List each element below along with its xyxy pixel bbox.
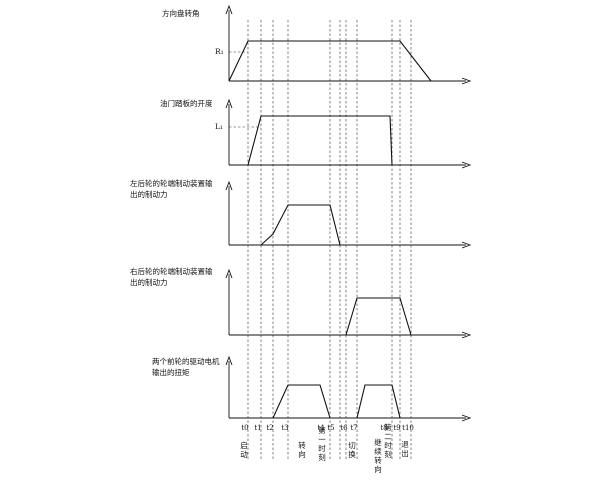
- phase-label-char: 转: [298, 440, 306, 450]
- motor-trace-2: [356, 384, 401, 419]
- labels: 方向盘转角油门踏板的开度左后轮的轮端制动装置输出的制动力右后轮的轮端制动装置输出…: [130, 8, 414, 474]
- signal-traces: [228, 40, 432, 419]
- phase-label-char: 出: [401, 448, 409, 458]
- phase-label-char: 第: [384, 422, 392, 432]
- phase-label-char: 时: [384, 440, 392, 450]
- steer-title-line: 方向盘转角: [162, 8, 200, 18]
- phase-label-char: 续: [374, 446, 382, 456]
- steer-y-arrow: [225, 4, 233, 15]
- motor-title-line: 输出的扭矩: [152, 367, 190, 377]
- axes: [225, 4, 472, 422]
- tick-t3: t3: [281, 424, 288, 432]
- tick-t5: t5: [327, 424, 334, 432]
- rrbrake-title-line: 右后轮的轮端制动装置输: [130, 266, 213, 276]
- phase-label-char: 动: [240, 449, 248, 459]
- phase-label-char: 向: [298, 449, 306, 459]
- throttle-title-line: 油门踏板的开度: [160, 98, 213, 108]
- phase-label-char: 二: [384, 432, 392, 441]
- motor-title-line: 两个前轮的驱动电机: [152, 356, 220, 366]
- tick-t6: t6: [340, 424, 348, 432]
- phase-label-char: 向: [374, 464, 382, 474]
- phase-label-char: 刻: [384, 449, 392, 459]
- rrbrake-x-arrow: [461, 331, 472, 339]
- time-guide-lines: [229, 20, 412, 460]
- motor-trace: [272, 384, 331, 419]
- phase-label-char: 时: [318, 443, 326, 453]
- tick-t4: t4: [317, 424, 325, 432]
- lrbrake-title-line: 左后轮的轮端制动装置输: [130, 178, 213, 188]
- tick-t2: t2: [266, 424, 273, 432]
- phase-label-char: 转: [374, 455, 382, 465]
- throttle-x-arrow: [461, 161, 472, 169]
- tick-t0: t0: [241, 424, 248, 432]
- phase-label-char: 启: [240, 440, 248, 450]
- tick-t1: t1: [254, 424, 261, 432]
- phase-label-char: 换: [348, 449, 356, 459]
- phase-label-char: 刻: [318, 452, 326, 462]
- steer-trace: [228, 40, 432, 82]
- lrbrake-title-line: 出的制动力: [130, 189, 168, 199]
- steer-x-arrow: [461, 77, 472, 85]
- lrbrake-trace: [260, 204, 341, 246]
- throttle-level-label: L₁: [215, 122, 223, 131]
- tick-t7: t7: [350, 424, 357, 432]
- lrbrake-y-arrow: [225, 180, 233, 191]
- throttle-trace: [247, 115, 393, 166]
- rrbrake-trace: [345, 297, 412, 336]
- phase-label-char: 一: [318, 435, 326, 444]
- motor-y-arrow: [225, 355, 233, 366]
- tick-t10: t10: [402, 424, 414, 432]
- tick-t9: t9: [393, 424, 400, 432]
- tick-t8: t8: [380, 424, 387, 432]
- rrbrake-title-line: 出的制动力: [130, 277, 168, 287]
- rrbrake-y-arrow: [225, 268, 233, 279]
- motor-x-arrow: [461, 414, 472, 422]
- throttle-y-arrow: [225, 98, 233, 109]
- phase-label-char: 切: [348, 441, 356, 450]
- phase-label-char: 退: [401, 440, 409, 449]
- phase-label-char: 继: [374, 437, 382, 447]
- lrbrake-x-arrow: [461, 241, 472, 249]
- steer-level-label: R₁: [215, 47, 224, 56]
- phase-label-char: 第: [318, 425, 326, 435]
